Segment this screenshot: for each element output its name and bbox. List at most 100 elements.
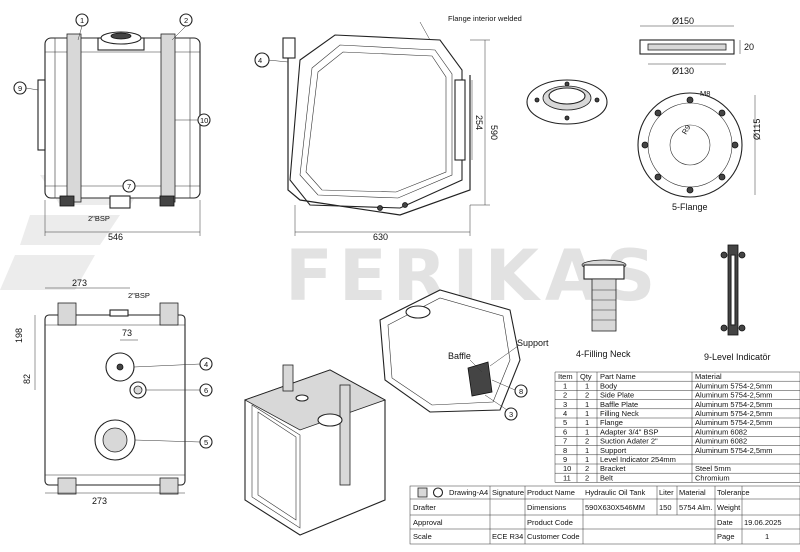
- parts-table-cell: Aluminum 5754-2,5mm: [695, 418, 773, 427]
- dim-73: 73: [122, 328, 132, 338]
- tb-approval: Approval: [413, 518, 443, 527]
- front-view: [37, 31, 201, 209]
- note-bsp-front: 2"BSP: [88, 214, 110, 223]
- parts-table-cell: 10: [563, 464, 571, 473]
- parts-table-cell: Body: [600, 381, 617, 390]
- tb-customer-code-label: Customer Code: [527, 532, 580, 541]
- svg-text:7: 7: [127, 182, 131, 191]
- parts-table-cell: Aluminum 5754-2,5mm: [695, 381, 773, 390]
- parts-table-cell: 1: [585, 400, 589, 409]
- balloon-11: 4: [254, 52, 289, 68]
- tb-standard: ECE R34: [492, 532, 523, 541]
- parts-table-cell: 2: [585, 437, 589, 446]
- svg-text:1: 1: [80, 16, 84, 25]
- note-support: Support: [517, 338, 549, 348]
- tb-signature: Signature: [492, 488, 524, 497]
- note-r9: R9: [680, 123, 693, 136]
- parts-table-cell: Suction Adater 2": [600, 437, 658, 446]
- parts-table-cell: 1: [563, 381, 567, 390]
- parts-table-cell: 9: [563, 455, 567, 464]
- cutaway-view: [379, 289, 521, 413]
- parts-table-cell: 2: [563, 391, 567, 400]
- parts-table-cell: 2: [585, 473, 589, 482]
- parts-table-header: Part Name: [600, 372, 636, 381]
- tb-weight-label: Weight: [717, 503, 741, 512]
- parts-table-cell: Flange: [600, 418, 623, 427]
- parts-table-cell: Aluminum 6082: [695, 437, 747, 446]
- parts-table-cell: 2: [585, 391, 589, 400]
- tb-dimensions-label: Dimensions: [527, 503, 566, 512]
- note-baffle: Baffle: [448, 351, 471, 361]
- caption-filling-neck: 4-Filling Neck: [576, 349, 631, 359]
- balloon-5: 5: [134, 435, 213, 449]
- parts-table-cell: 8: [563, 446, 567, 455]
- parts-table-cell: Belt: [600, 473, 614, 482]
- filling-neck: 4-Filling Neck: [576, 259, 631, 359]
- svg-text:3: 3: [509, 410, 513, 419]
- parts-table-cell: 7: [563, 437, 567, 446]
- parts-table-cell: 1: [585, 446, 589, 455]
- dim-20: 20: [744, 42, 754, 52]
- svg-text:9: 9: [18, 84, 22, 93]
- tb-date-value: 19.06.2025: [744, 518, 782, 527]
- parts-table-header: Item: [558, 372, 573, 381]
- tb-product-name: Hydraulic Oil Tank: [585, 488, 646, 497]
- parts-table-cell: 4: [563, 409, 567, 418]
- parts-table-cell: Chromium: [695, 473, 730, 482]
- balloon-6: 6: [146, 383, 213, 397]
- top-view-dims: 273 2"BSP 198 82 73 273: [14, 278, 185, 506]
- flange-top-view: Ø115 M8 R9 5-Flange: [637, 89, 762, 212]
- side-view: [282, 34, 471, 216]
- side-view-dims: 630 590 254 Flange interior welded: [294, 14, 522, 242]
- svg-text:4: 4: [204, 360, 208, 369]
- parts-table-cell: 1: [585, 409, 589, 418]
- flange-iso: [526, 79, 608, 125]
- caption-level-indicator: 9-Level Indicatör: [704, 352, 771, 362]
- dim-273-top: 273: [72, 278, 87, 288]
- tb-liter-value: 150: [659, 503, 672, 512]
- note-flange-welded: Flange interior welded: [448, 14, 522, 23]
- dim-82: 82: [22, 374, 32, 384]
- dim-273-bottom: 273: [92, 496, 107, 506]
- parts-table-header: Material: [695, 372, 722, 381]
- dim-590: 590: [489, 125, 499, 140]
- balloon-8: 8: [491, 379, 528, 398]
- balloon-10: 10: [175, 113, 211, 127]
- balloon-2: 2: [171, 13, 193, 41]
- dim-198: 198: [14, 328, 24, 343]
- caption-flange: 5-Flange: [672, 202, 708, 212]
- parts-table-cell: 1: [585, 427, 589, 436]
- note-m8: M8: [700, 89, 710, 98]
- tb-page-value: 1: [765, 532, 769, 541]
- parts-table-cell: 5: [563, 418, 567, 427]
- parts-table-cell: Aluminum 5754-2,5mm: [695, 400, 773, 409]
- balloon-1: 1: [75, 13, 89, 41]
- parts-table-cell: Baffle Plate: [600, 400, 638, 409]
- parts-table-cell: Side Plate: [600, 391, 634, 400]
- parts-table-cell: 2: [585, 464, 589, 473]
- parts-table-cell: 3: [563, 400, 567, 409]
- parts-table-cell: Support: [600, 446, 627, 455]
- front-view-dims: 546 2"BSP: [44, 200, 201, 242]
- parts-table-cell: Adapter 3/4" BSP: [600, 427, 659, 436]
- svg-text:5: 5: [204, 438, 208, 447]
- parts-table-cell: 1: [585, 418, 589, 427]
- parts-table-cell: Level Indicator 254mm: [600, 455, 676, 464]
- svg-text:4: 4: [258, 56, 262, 65]
- dim-d130: Ø130: [672, 66, 694, 76]
- balloon-4: 4: [133, 357, 213, 371]
- parts-table-cell: Bracket: [600, 464, 626, 473]
- balloon-9: 9: [13, 81, 39, 95]
- iso-view-tank: [244, 364, 386, 536]
- tb-drawing: Drawing-A4: [449, 488, 488, 497]
- balloon-3: 3: [484, 394, 518, 421]
- svg-text:2: 2: [184, 16, 188, 25]
- parts-table-cell: Aluminum 5754-2,5mm: [695, 391, 773, 400]
- title-block: Drawing-A4 Signature Product Name Hydrau…: [409, 485, 800, 545]
- dim-d150: Ø150: [672, 16, 694, 26]
- tb-material-value: 5754 Alm.: [679, 503, 712, 512]
- tb-liter-label: Liter: [659, 488, 674, 497]
- parts-table-cell: 1: [585, 455, 589, 464]
